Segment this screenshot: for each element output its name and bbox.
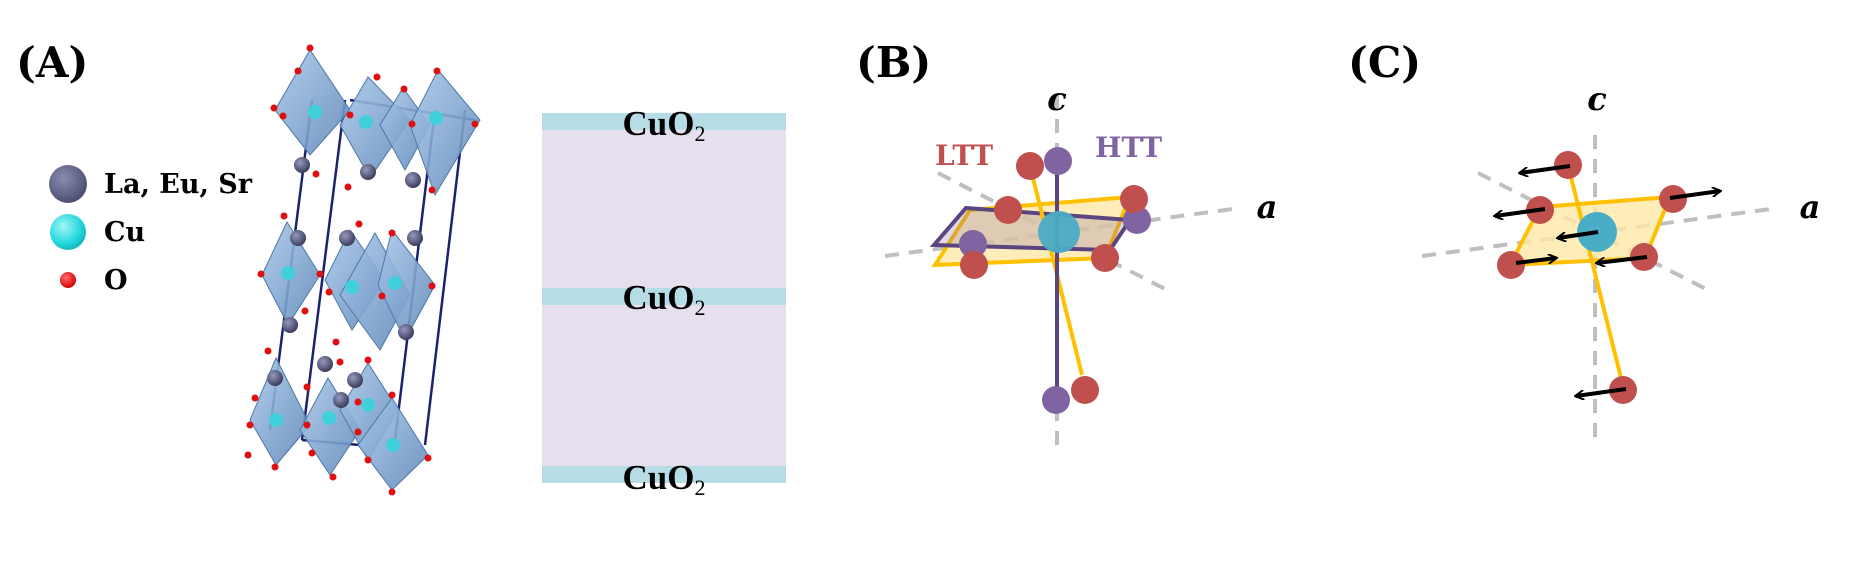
- displacement-arrows: [1495, 164, 1720, 396]
- o-sphere-icon: [60, 272, 76, 288]
- cu-atoms: [269, 105, 443, 452]
- phonon-displacement-diagram: c a: [1421, 80, 1821, 445]
- legend-item-la-eu-sr: La, Eu, Sr: [46, 160, 252, 208]
- legend-label: La, Eu, Sr: [104, 168, 253, 200]
- axis-a-label: a: [1257, 188, 1278, 226]
- axis-a-label: a: [1800, 188, 1821, 226]
- la-eu-sr-sphere-icon: [49, 165, 87, 203]
- oxygen-atoms: [1497, 151, 1687, 404]
- cuo2-layer-label: CuO2: [622, 278, 706, 320]
- cuo2-layer-label: CuO2: [622, 104, 706, 146]
- ltt-label: LTT: [935, 139, 993, 172]
- ltt-oxygen-atoms: [960, 152, 1148, 404]
- axis-c-label: c: [1047, 80, 1066, 118]
- layer-schematic: CuO2 CuO2 CuO2: [542, 104, 786, 500]
- legend-label: O: [104, 264, 128, 296]
- cu-atom: [1038, 211, 1080, 253]
- cuo6-octahedra: [249, 49, 481, 491]
- htt-oxygen-atoms: [959, 147, 1151, 414]
- crystal-structure: [244, 44, 481, 496]
- cuo2-layer-band: [542, 466, 786, 483]
- htt-label: HTT: [1095, 131, 1162, 164]
- legend-label: Cu: [104, 216, 146, 248]
- axis-c-label: c: [1587, 80, 1606, 118]
- cuo2-layer-band: [542, 288, 786, 305]
- legend-item-cu: Cu: [46, 208, 252, 256]
- apical-bond: [1566, 164, 1626, 391]
- o-atoms: [244, 44, 479, 496]
- octahedral-tilt-ltt-htt: c a LTT HTT: [884, 80, 1278, 450]
- atom-legend: La, Eu, Sr Cu O: [46, 160, 252, 304]
- cuo2-layer-label: CuO2: [622, 458, 706, 500]
- legend-item-o: O: [46, 256, 252, 304]
- cu-sphere-icon: [50, 214, 86, 250]
- cuo2-layer-band: [542, 113, 786, 130]
- panel-c-label: (C): [1348, 38, 1422, 87]
- panel-b-label: (B): [856, 38, 932, 87]
- la-eu-sr-atoms: [267, 157, 423, 408]
- panel-a-label: (A): [16, 38, 89, 87]
